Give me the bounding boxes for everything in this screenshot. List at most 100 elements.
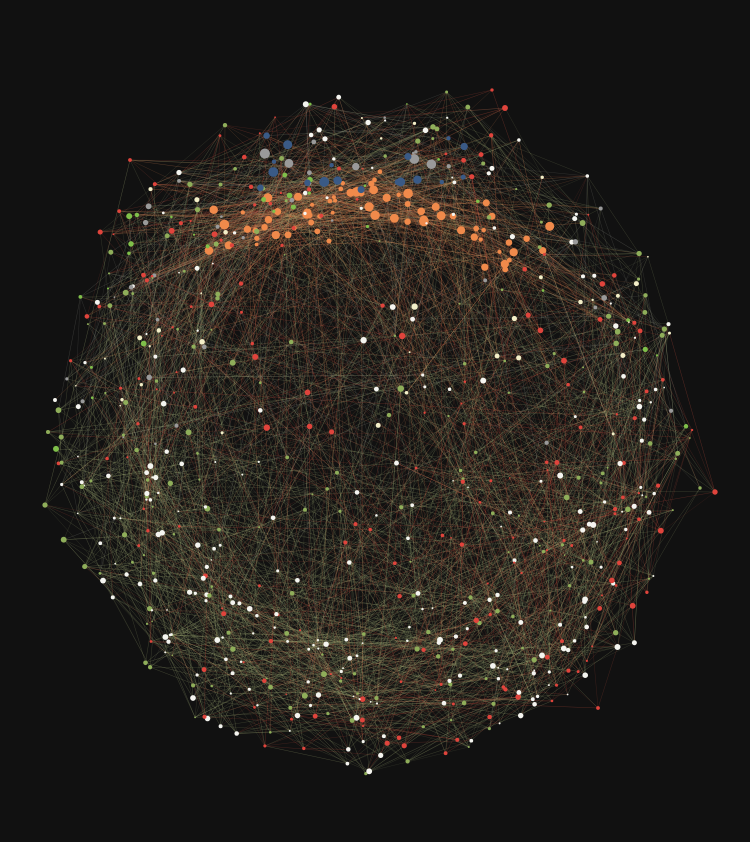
graph-node-white [480,377,487,384]
graph-edge [490,135,620,563]
graph-edge [256,204,313,239]
graph-edge [188,341,292,433]
graph-node-cream [620,352,626,359]
graph-edge [155,443,182,465]
graph-node-white [286,639,290,643]
graph-edge [309,192,505,265]
graph-edge [297,159,439,198]
graph-edge [153,573,169,642]
graph-node-red [546,469,549,471]
graph-node-red [240,310,243,314]
graph-edge [310,222,357,718]
graph-edge [294,201,478,229]
graph-edge [121,330,160,400]
graph-edge [243,643,466,663]
graph-edge [574,506,635,642]
graph-edge [311,204,410,353]
graph-edge [63,529,220,540]
graph-edge [568,605,633,651]
graph-node-white [410,503,415,508]
graph-node-white [596,540,598,543]
graph-edge [595,307,624,356]
graph-node-olive [154,379,159,383]
graph-edge [262,188,306,214]
graph-edge [423,219,498,357]
graph-node-red [645,590,649,594]
graph-node-red [655,483,661,488]
graph-edge [81,482,115,519]
graph-node-red [69,359,73,363]
graph-node-red [329,673,332,676]
graph-node-red [560,639,564,644]
graph-node-olive [210,328,213,331]
graph-edge [119,405,208,568]
graph-edge [379,135,492,172]
graph-edge [329,200,376,216]
graph-node-white [164,651,167,654]
graph-edge [119,405,196,594]
graph-edge [84,529,583,567]
graph-edge [291,128,438,201]
graph-node-white [639,438,644,443]
graph-edge [436,128,454,217]
graph-edge [150,204,255,467]
graph-node-white [490,663,496,669]
graph-edge [151,432,223,622]
graph-node-white [218,724,223,729]
graph-edge [208,240,380,251]
graph-edge [367,122,472,177]
graph-node-white [585,174,590,178]
graph-edge [406,252,514,393]
graph-edge [588,208,601,215]
graph-node-white [535,694,540,699]
graph-edge [475,228,576,417]
graph-node-white [255,613,259,618]
graph-edge [586,493,655,661]
graph-edge [247,200,336,230]
graph-node-cream [148,187,153,192]
graph-edge [379,171,454,217]
graph-edge [499,251,629,321]
graph-node-white [153,354,158,359]
graph-edge [217,197,269,299]
graph-edge [367,226,403,337]
graph-node-white [308,132,314,138]
graph-edge [150,641,363,700]
graph-node-white [53,398,57,402]
graph-edge [63,539,227,660]
graph-edge [508,392,617,415]
graph-edge [225,442,547,660]
graph-node-white [533,669,536,672]
graph-node-grey [80,399,85,404]
graph-node-olive [661,326,668,332]
graph-node-olive [279,155,285,161]
graph-edge [356,668,508,719]
graph-node-red [488,612,492,617]
graph-edge [114,296,205,348]
graph-node-white [358,698,361,701]
graph-edge [128,138,326,254]
graph-edge [318,648,357,718]
graph-edge [179,158,334,182]
graph-node-olive [103,322,106,325]
graph-edge [520,622,579,672]
graph-node-white [636,403,643,410]
graph-edge [141,384,144,509]
graph-node-white [509,234,515,240]
graph-node-orange [326,238,332,244]
graph-edge [375,204,550,216]
graph-node-olive [55,407,62,414]
graph-node-olive [458,302,461,305]
graph-edge [319,192,351,217]
graph-node-olive [145,622,149,626]
graph-node-blue [283,140,293,150]
graph-edge [441,181,506,270]
graph-node-white [609,302,612,305]
graph-edge [166,319,629,452]
graph-edge [148,206,265,228]
graph-edge [259,133,331,202]
graph-edge [161,204,313,336]
graph-edge [260,240,330,411]
graph-edge [143,274,353,721]
graph-edge [242,200,287,213]
